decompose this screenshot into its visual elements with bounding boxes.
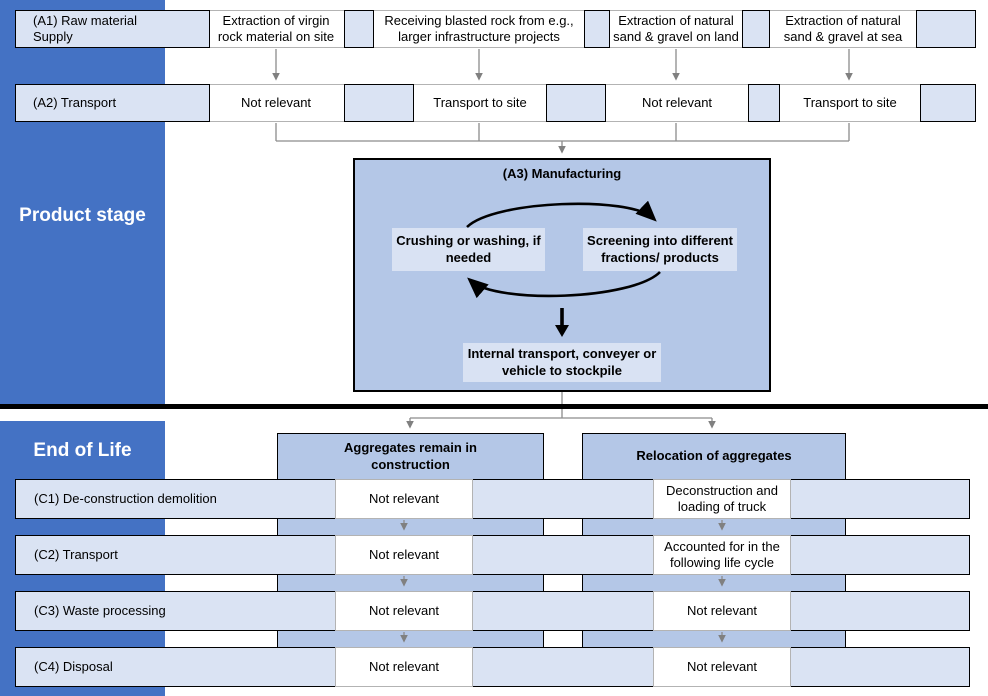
a2-spacer-1 bbox=[344, 84, 414, 122]
a1-cell-virgin-rock: Extraction of virgin rock material on si… bbox=[217, 12, 335, 44]
product-stage-label: Product stage bbox=[19, 205, 146, 226]
a1-cell-blasted-rock: Receiving blasted rock from e.g., larger… bbox=[384, 12, 574, 44]
c3-row: (C3) Waste processing bbox=[15, 591, 970, 631]
c3-cell-relocation: Not relevant bbox=[653, 591, 791, 631]
a2-cell-1: Not relevant bbox=[240, 94, 312, 110]
c1-cell-remain: Not relevant bbox=[335, 479, 473, 519]
a2-spacer-3 bbox=[748, 84, 780, 122]
c4-cell-relocation: Not relevant bbox=[653, 647, 791, 687]
a2-a3-connector bbox=[275, 123, 850, 154]
a3-eol-connector bbox=[406, 392, 716, 429]
a2-spacer-4 bbox=[920, 84, 976, 122]
c3-cell-remain: Not relevant bbox=[335, 591, 473, 631]
a1-a2-arrows bbox=[272, 49, 853, 81]
a3-step-screening: Screening into different fractions/ prod… bbox=[583, 228, 737, 271]
c1-row: (C1) De-construction demolition bbox=[15, 479, 970, 519]
a2-row-label-box: (A2) Transport bbox=[15, 84, 210, 122]
a1-spacer-2 bbox=[584, 10, 610, 48]
branch-header-remain: Aggregates remain in construction bbox=[277, 433, 544, 480]
a1-row-label-box: (A1) Raw material Supply bbox=[15, 10, 210, 48]
a1-spacer-1 bbox=[344, 10, 374, 48]
c4-cell-remain: Not relevant bbox=[335, 647, 473, 687]
a3-title: (A3) Manufacturing bbox=[502, 166, 622, 181]
c2-cell-remain: Not relevant bbox=[335, 535, 473, 575]
c2-row: (C2) Transport bbox=[15, 535, 970, 575]
a1-cell-sand-gravel-land: Extraction of natural sand & gravel on l… bbox=[613, 12, 739, 44]
c4-row: (C4) Disposal bbox=[15, 647, 970, 687]
c3-row-label: (C3) Waste processing bbox=[34, 602, 166, 618]
a3-step-internal-transport: Internal transport, conveyer or vehicle … bbox=[463, 343, 661, 382]
a1-spacer-4 bbox=[916, 10, 976, 48]
a2-cell-4: Transport to site bbox=[803, 94, 897, 110]
a1-row-label: (A1) Raw material Supply bbox=[33, 12, 138, 44]
c4-row-label: (C4) Disposal bbox=[34, 658, 113, 674]
c2-row-label: (C2) Transport bbox=[34, 546, 118, 562]
a2-spacer-2 bbox=[546, 84, 606, 122]
c1-cell-relocation: Deconstruction and loading of truck bbox=[653, 479, 791, 519]
end-of-life-label: End of Life bbox=[33, 440, 132, 461]
c1-row-label: (C1) De-construction demolition bbox=[34, 490, 217, 506]
a3-step-crushing: Crushing or washing, if needed bbox=[392, 228, 545, 271]
a2-row-label: (A2) Transport bbox=[33, 94, 117, 110]
branch-header-relocation: Relocation of aggregates bbox=[582, 433, 846, 480]
a1-spacer-3 bbox=[742, 10, 770, 48]
section-divider bbox=[0, 404, 988, 409]
c2-cell-relocation: Accounted for in the following life cycl… bbox=[653, 535, 791, 575]
a1-cell-sand-gravel-sea: Extraction of natural sand & gravel at s… bbox=[783, 12, 903, 44]
product-stage-sidebar: Product stage bbox=[0, 0, 165, 404]
a2-cell-3: Not relevant bbox=[641, 94, 713, 110]
a2-cell-2: Transport to site bbox=[433, 94, 527, 110]
